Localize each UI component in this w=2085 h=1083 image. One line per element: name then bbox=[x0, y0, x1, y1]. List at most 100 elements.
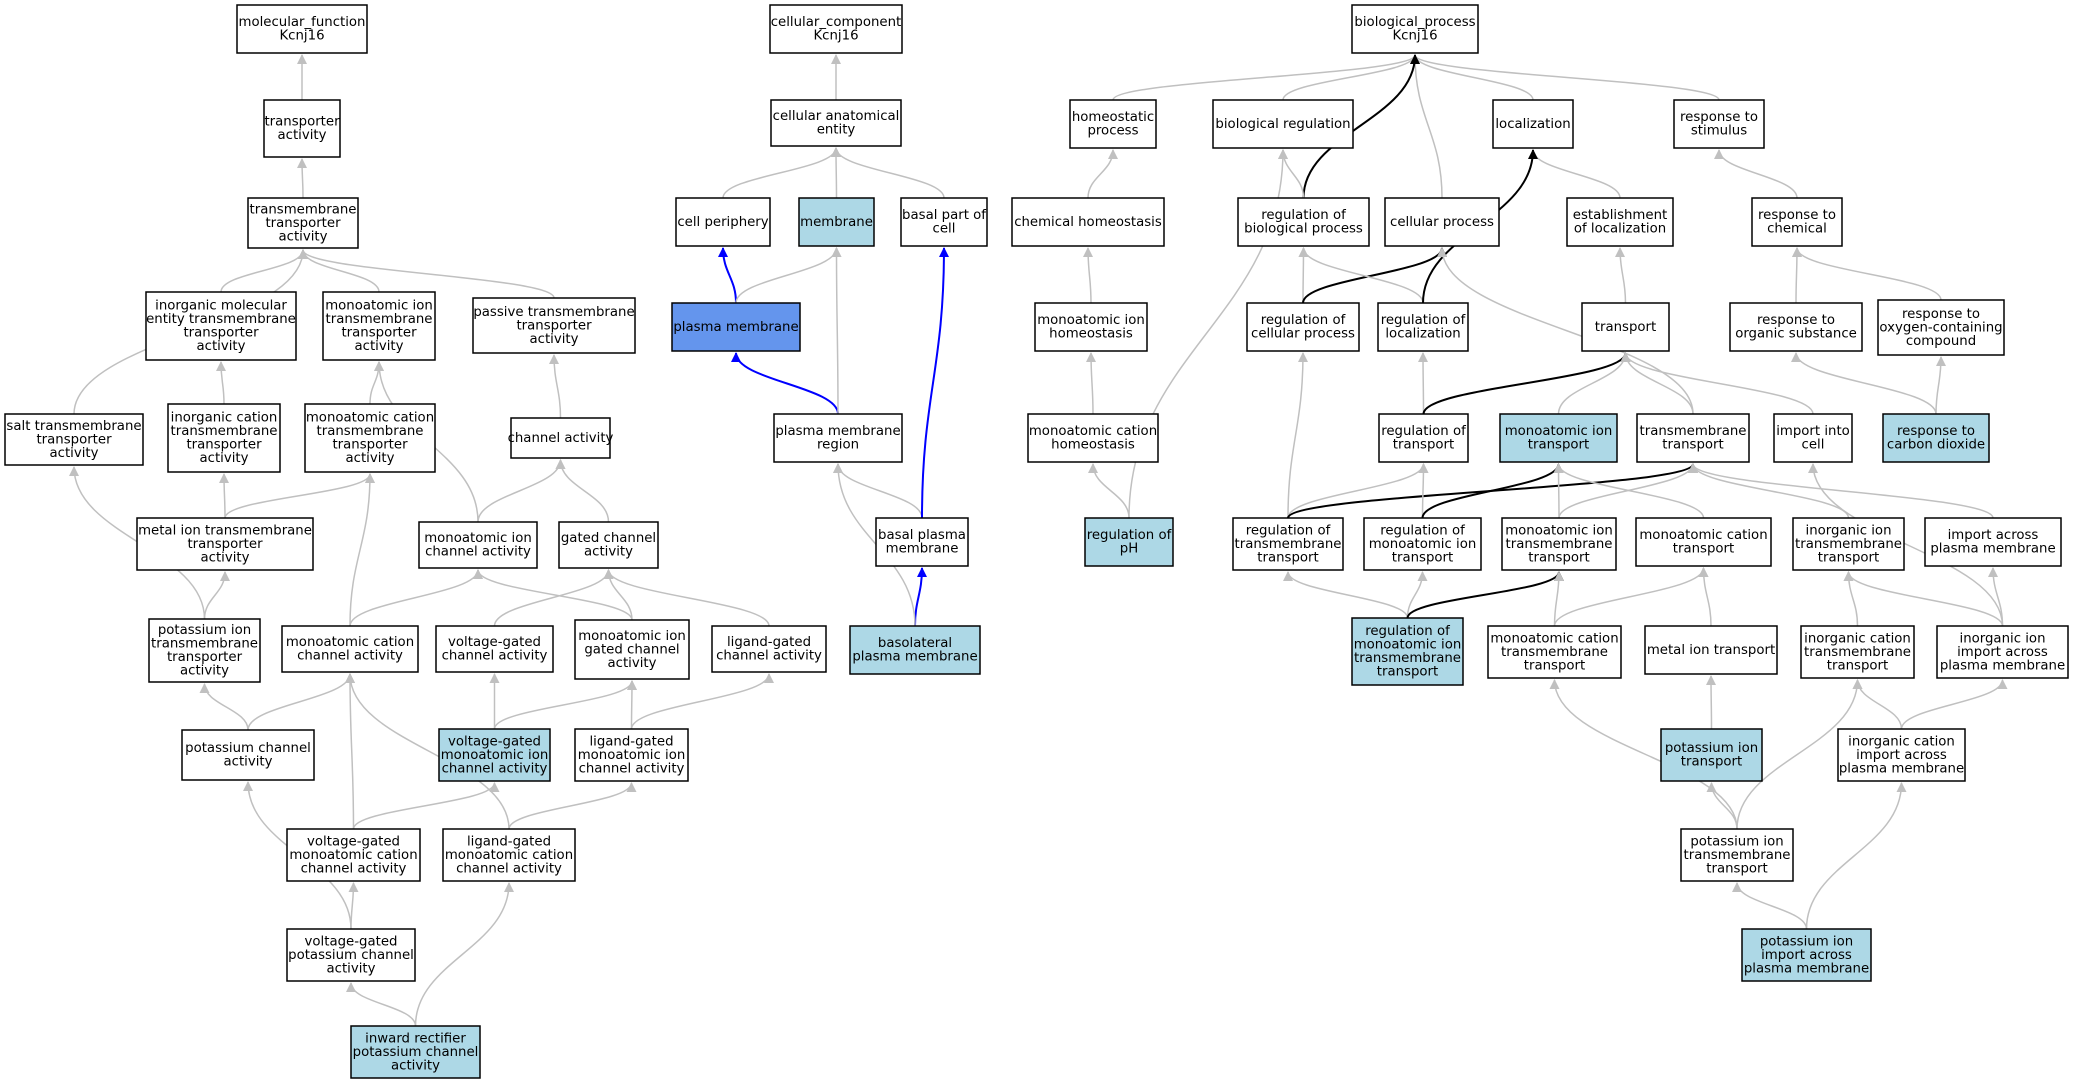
node-box[interactable] bbox=[711, 625, 827, 673]
go-term-node-monoatomic_cation_tm_transporter[interactable]: monoatomic cationtransmembranetransporte… bbox=[304, 403, 436, 473]
node-box[interactable] bbox=[1246, 302, 1360, 352]
node-box[interactable] bbox=[1837, 728, 1966, 782]
node-box[interactable] bbox=[574, 619, 690, 680]
node-box[interactable] bbox=[1673, 99, 1765, 149]
node-box[interactable] bbox=[472, 297, 636, 354]
node-box[interactable] bbox=[263, 99, 341, 158]
node-box[interactable] bbox=[1751, 197, 1843, 247]
node-box[interactable] bbox=[1499, 413, 1618, 463]
node-box[interactable] bbox=[418, 521, 538, 569]
go-term-node-potassium_ion_tm_transporter[interactable]: potassium iontransmembranetransporteract… bbox=[148, 618, 261, 683]
node-box[interactable] bbox=[510, 417, 611, 459]
node-box[interactable] bbox=[773, 413, 903, 463]
node-box[interactable] bbox=[1581, 302, 1670, 352]
go-term-node-metal_ion_transport[interactable]: metal ion transport bbox=[1644, 625, 1778, 675]
node-box[interactable] bbox=[574, 728, 689, 782]
node-box[interactable] bbox=[1212, 99, 1354, 149]
node-box[interactable] bbox=[1378, 413, 1469, 463]
node-box[interactable] bbox=[1636, 413, 1750, 463]
node-box[interactable] bbox=[1377, 302, 1469, 352]
node-box[interactable] bbox=[148, 618, 261, 683]
node-box[interactable] bbox=[770, 99, 902, 147]
go-term-node-biological_regulation[interactable]: biological regulation bbox=[1212, 99, 1354, 149]
go-term-node-monoatomic_ion_tm_transporter[interactable]: monoatomic iontransmembranetransporterac… bbox=[322, 291, 436, 361]
node-box[interactable] bbox=[1800, 625, 1915, 679]
node-box[interactable] bbox=[671, 302, 801, 352]
go-term-node-plasma_membrane[interactable]: plasma membrane bbox=[671, 302, 801, 352]
node-box[interactable] bbox=[236, 4, 368, 54]
node-box[interactable] bbox=[1237, 197, 1370, 247]
node-box[interactable] bbox=[1882, 413, 1990, 463]
node-box[interactable] bbox=[438, 728, 551, 782]
node-box[interactable] bbox=[1501, 517, 1617, 571]
node-box[interactable] bbox=[1660, 728, 1763, 782]
node-box[interactable] bbox=[167, 403, 281, 473]
node-box[interactable] bbox=[247, 197, 359, 249]
go-term-node-localization[interactable]: localization bbox=[1492, 99, 1574, 149]
node-box[interactable] bbox=[1232, 517, 1344, 571]
node-box[interactable] bbox=[435, 625, 554, 673]
node-box[interactable] bbox=[1924, 517, 2062, 567]
node-box[interactable] bbox=[442, 828, 576, 882]
node-box[interactable] bbox=[1492, 99, 1574, 149]
node-box[interactable] bbox=[136, 517, 314, 571]
go-term-node-inorg_cation_tm_transporter[interactable]: inorganic cationtransmembranetransporter… bbox=[167, 403, 281, 473]
node-box[interactable] bbox=[1027, 413, 1159, 463]
go-term-node-channel_activity[interactable]: channel activity bbox=[508, 417, 614, 459]
go-term-node-membrane[interactable]: membrane bbox=[798, 197, 875, 247]
node-box[interactable] bbox=[304, 403, 436, 473]
go-term-node-metal_ion_tm_transporter[interactable]: metal ion transmembranetransporteractivi… bbox=[136, 517, 314, 571]
node-box[interactable] bbox=[875, 517, 969, 567]
node-box[interactable] bbox=[1773, 413, 1853, 463]
node-box[interactable] bbox=[558, 521, 659, 569]
node-box[interactable] bbox=[1741, 928, 1872, 982]
go-term-node-transport[interactable]: transport bbox=[1581, 302, 1670, 352]
node-box[interactable] bbox=[1792, 517, 1905, 571]
node-box[interactable] bbox=[145, 291, 297, 361]
go-term-node-cellular_process[interactable]: cellular process bbox=[1384, 197, 1500, 247]
node-box[interactable] bbox=[1084, 517, 1174, 567]
node-box[interactable] bbox=[1644, 625, 1778, 675]
node-box[interactable] bbox=[1635, 517, 1772, 567]
node-box[interactable] bbox=[1034, 302, 1148, 352]
go-term-node-cell_periphery[interactable]: cell periphery bbox=[675, 197, 771, 247]
node-box[interactable] bbox=[1936, 625, 2069, 679]
node-box[interactable] bbox=[286, 928, 416, 982]
